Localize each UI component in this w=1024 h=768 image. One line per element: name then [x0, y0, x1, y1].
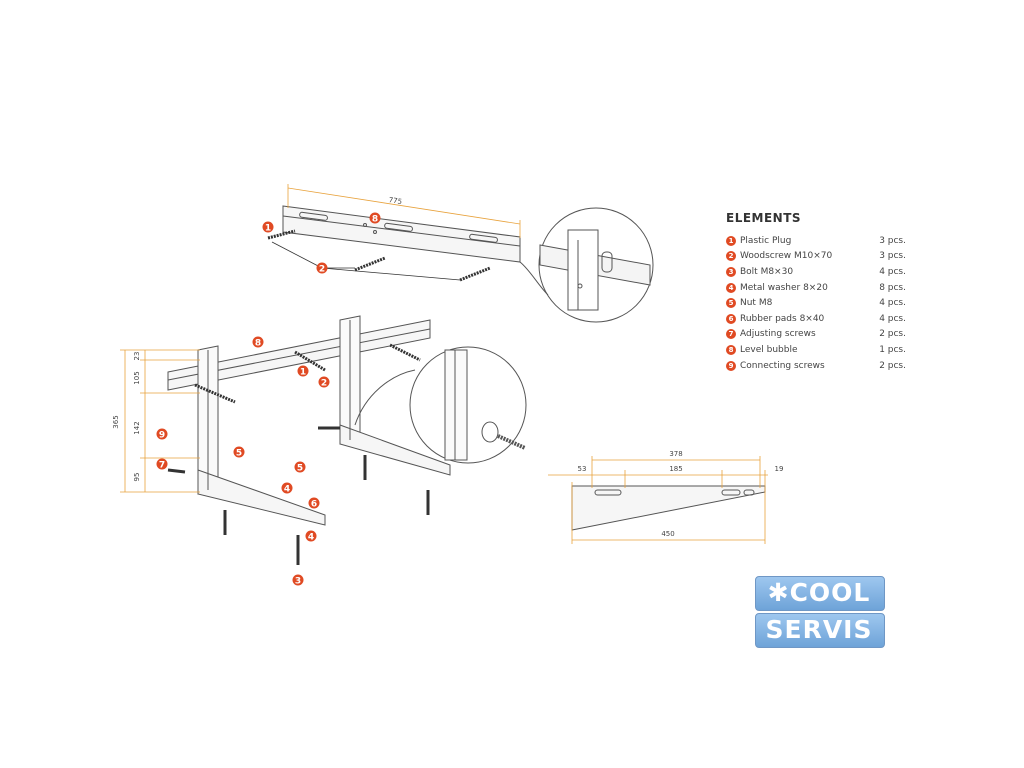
dim-side-total: 365 [112, 415, 120, 428]
element-name: Level bubble [740, 344, 798, 355]
bolts [167, 343, 430, 565]
right-bracket [339, 315, 451, 476]
svg-text:9: 9 [159, 431, 165, 441]
logo-line-1: ✱COOL [767, 578, 871, 607]
callout-top-8: 8 [369, 212, 381, 225]
callout-asm-8: 8 [252, 336, 264, 349]
element-number-badge: 1 [726, 235, 736, 246]
wall-rail-top [282, 205, 521, 263]
element-quantity: 4 pcs. [879, 298, 906, 309]
callout-asm-6: 6 [308, 497, 320, 510]
callout-markers: 1 8 2 8 1 2 9 7 5 5 4 6 4 3 [156, 212, 381, 587]
element-number-badge: 8 [726, 344, 736, 355]
element-quantity: 3 pcs. [879, 251, 906, 262]
element-name: Adjusting screws [740, 329, 816, 340]
svg-text:5: 5 [297, 464, 303, 474]
dim-side-seg-3: 142 [133, 421, 141, 434]
dimension-lines [120, 184, 768, 544]
element-name: Rubber pads 8×40 [740, 313, 825, 324]
element-row: 1 Plastic Plug 3 pcs. [726, 233, 906, 249]
element-name: Metal washer 8×20 [740, 282, 828, 293]
element-row: 6 Rubber pads 8×40 4 pcs. [726, 311, 906, 327]
dim-rail-length: 775 [388, 196, 402, 206]
callout-asm-4a: 4 [281, 482, 293, 495]
svg-text:4: 4 [308, 533, 314, 543]
element-number-badge: 3 [726, 266, 736, 277]
element-quantity: 4 pcs. [879, 313, 906, 324]
callout-asm-4b: 4 [305, 530, 317, 543]
elements-rows: 1 Plastic Plug 3 pcs. 2 Woodscrew M10×70 3 pc… [726, 233, 906, 373]
dimension-labels: 775 365 23 105 142 95 378 53 185 19 450 [112, 196, 783, 538]
elements-title: ELEMENTS [726, 211, 802, 225]
element-quantity: 2 pcs. [879, 360, 906, 371]
element-number-badge: 6 [726, 313, 736, 324]
logo-top-box [755, 576, 885, 611]
element-name: Connecting screws [740, 360, 825, 371]
dim-side-seg-4: 95 [133, 473, 141, 482]
element-quantity: 8 pcs. [879, 282, 906, 293]
callout-top-1: 1 [262, 221, 274, 234]
element-number-badge: 7 [726, 329, 736, 340]
svg-text:1: 1 [265, 224, 271, 234]
element-row: 8 Level bubble 1 pcs. [726, 342, 906, 358]
svg-text:2: 2 [321, 379, 327, 389]
elements-list: ELEMENTS 1 Plastic Plug 3 pcs. 2 Woodscrew M… [726, 211, 906, 373]
svg-text:5: 5 [236, 449, 242, 459]
bracket-side-view [571, 485, 766, 531]
svg-text:7: 7 [159, 461, 165, 471]
svg-text:2: 2 [319, 265, 325, 275]
dim-bracket-left: 53 [578, 465, 587, 473]
element-name: Bolt M8×30 [740, 266, 794, 277]
element-number-badge: 5 [726, 298, 736, 309]
detail-magnifier-top [519, 207, 654, 323]
cool-servis-logo: ✱COOL SERVIS [755, 576, 885, 648]
svg-text:3: 3 [295, 577, 301, 587]
element-name: Nut M8 [740, 298, 773, 309]
logo-line-1-text: COOL [789, 578, 871, 607]
callout-asm-3: 3 [292, 574, 304, 587]
element-row: 2 Woodscrew M10×70 3 pcs. [726, 249, 906, 265]
logo-line-2: SERVIS [765, 615, 873, 644]
element-number-badge: 9 [726, 360, 736, 371]
element-row: 3 Bolt M8×30 4 pcs. [726, 264, 906, 280]
element-row: 5 Nut M8 4 pcs. [726, 295, 906, 311]
logo-bottom-box [755, 613, 885, 648]
dim-side-seg-1: 23 [133, 352, 141, 361]
element-number-badge: 2 [726, 251, 736, 262]
svg-text:1: 1 [300, 368, 306, 378]
detail-magnifier-middle [354, 346, 527, 464]
callout-asm-5a: 5 [233, 446, 245, 459]
element-quantity: 4 pcs. [879, 266, 906, 277]
dim-bracket-right: 19 [775, 465, 784, 473]
svg-text:8: 8 [372, 215, 378, 225]
dim-bracket-overall: 378 [669, 450, 682, 458]
element-number-badge: 4 [726, 282, 736, 293]
svg-text:4: 4 [284, 485, 290, 495]
svg-text:6: 6 [311, 500, 317, 510]
callout-asm-9: 9 [156, 428, 168, 441]
element-quantity: 2 pcs. [879, 329, 906, 340]
element-name: Plastic Plug [740, 235, 792, 246]
plastic-plugs-top [267, 229, 491, 282]
callout-asm-2: 2 [318, 376, 330, 389]
dim-bracket-length: 450 [661, 530, 674, 538]
callout-top-2: 2 [316, 262, 328, 275]
element-row: 4 Metal washer 8×20 8 pcs. [726, 280, 906, 296]
element-quantity: 1 pcs. [879, 344, 906, 355]
callout-asm-1: 1 [297, 365, 309, 378]
element-quantity: 3 pcs. [879, 235, 906, 246]
callout-asm-7: 7 [156, 458, 168, 471]
left-bracket [197, 345, 326, 526]
svg-text:8: 8 [255, 339, 261, 349]
callout-asm-5b: 5 [294, 461, 306, 474]
dim-bracket-middle: 185 [669, 465, 682, 473]
dim-side-seg-2: 105 [133, 371, 141, 384]
element-name: Woodscrew M10×70 [740, 251, 833, 262]
element-row: 7 Adjusting screws 2 pcs. [726, 327, 906, 343]
element-row: 9 Connecting screws 2 pcs. [726, 358, 906, 374]
